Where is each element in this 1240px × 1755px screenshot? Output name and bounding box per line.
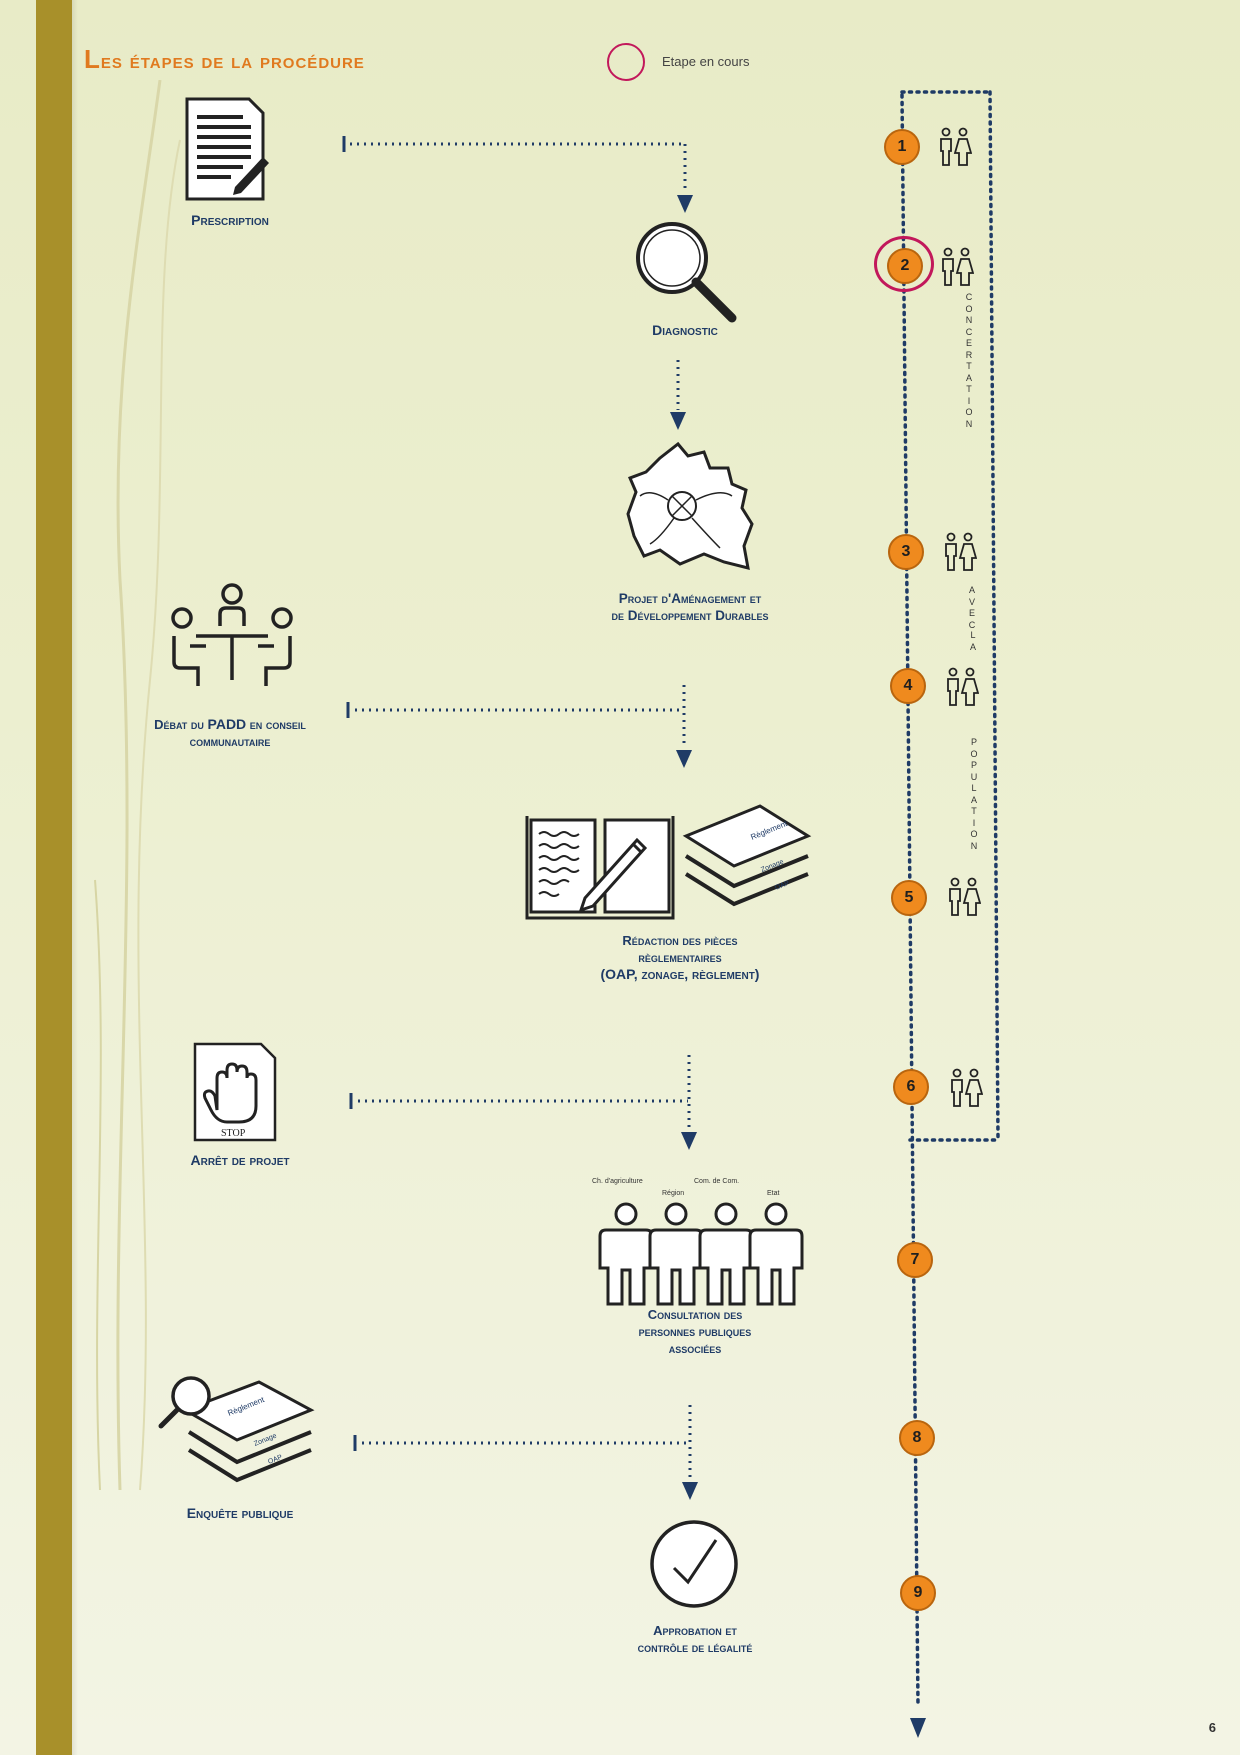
vertical-letter: A xyxy=(965,372,972,383)
current-step-ring xyxy=(874,236,934,292)
stage-diagnostic-label: Diagnostic xyxy=(652,322,718,338)
debat-line2: communautaire xyxy=(189,734,271,749)
approbation-line2: contrôle de légalité xyxy=(637,1640,753,1655)
vertical-letter: T xyxy=(971,806,977,816)
meeting-icon xyxy=(171,583,293,686)
consultation-line3: associées xyxy=(668,1341,722,1356)
timeline-step-6: 6 xyxy=(893,1069,929,1105)
population-icon-5 xyxy=(949,877,981,916)
vertical-letter: P xyxy=(970,760,977,770)
legend-label: Etape en cours xyxy=(662,54,750,69)
timeline-step-5: 5 xyxy=(891,880,927,916)
vertical-letter: T xyxy=(966,384,972,394)
page-title: Les étapes de la procédure xyxy=(84,44,365,74)
timeline-step-7: 7 xyxy=(897,1242,933,1278)
debat-line1: Débat du PADD en conseil xyxy=(125,716,335,733)
stage-arret-label: Arrêt de projet xyxy=(190,1152,290,1168)
vertical-letter: C xyxy=(968,619,976,630)
padd-line1: Projet d'Aménagement et xyxy=(618,591,762,606)
magnifier-icon xyxy=(636,222,737,323)
population-icon-1 xyxy=(940,127,972,166)
open-book-pen-icon xyxy=(525,816,675,920)
vertical-letter: E xyxy=(965,338,972,348)
redaction-line2: règlementaires xyxy=(638,950,722,965)
padd-line2: de Développement Durables xyxy=(611,608,769,623)
ppa-persons-icon xyxy=(598,1202,804,1306)
checkmark-circle-icon xyxy=(650,1520,738,1608)
redaction-line3: (OAP, zonage, règlement) xyxy=(600,966,760,982)
public-inquiry-icon: Règlement Zonage OAP xyxy=(158,1376,315,1483)
vertical-letter: L xyxy=(971,783,977,793)
vertical-letter: A xyxy=(970,794,977,805)
timeline-step-9: 9 xyxy=(900,1575,936,1611)
vertical-letter: C xyxy=(965,292,973,302)
vertical-letter: T xyxy=(966,361,972,371)
consultation-line1: Consultation des xyxy=(647,1307,743,1322)
population-icon-4 xyxy=(947,667,979,706)
vertical-letter: O xyxy=(970,829,978,839)
stage-consultation-label: Consultation des personnes publiques ass… xyxy=(600,1306,790,1357)
ppa-label-region: Région xyxy=(662,1190,685,1197)
vertical-letter: A xyxy=(969,641,976,652)
ppa-label-agriculture: Ch. d'agriculture xyxy=(592,1178,643,1185)
vertical-letter: L xyxy=(970,630,976,640)
vertical-letter: V xyxy=(968,596,975,607)
vertical-letter: N xyxy=(965,315,973,325)
population-icon-3 xyxy=(945,532,977,571)
spine-shadow xyxy=(72,0,78,1755)
consultation-line2: personnes publiques xyxy=(638,1324,752,1339)
stage-approbation-label: Approbation et contrôle de légalité xyxy=(600,1622,790,1656)
debat-text-padd: PADD xyxy=(207,716,247,732)
stop-text: STOP xyxy=(221,1128,246,1139)
vertical-letter: A xyxy=(968,585,975,595)
vertical-letter: R xyxy=(965,349,973,360)
page-number: 6 xyxy=(1208,1720,1216,1735)
vertical-letter: U xyxy=(970,771,978,782)
vertical-letter: O xyxy=(970,748,978,759)
stage-debat-label: Débat du PADD en conseil communautaire xyxy=(125,716,335,750)
ppa-label-comcom: Com. de Com. xyxy=(694,1178,740,1185)
vertical-letter: N xyxy=(965,418,973,429)
layer-oap-text: OAP xyxy=(774,880,791,892)
debat-text-a: Débat du xyxy=(154,717,208,732)
timeline-step-1: 1 xyxy=(884,129,920,165)
stop-hand-icon xyxy=(193,1042,277,1142)
debat-text-c: en conseil xyxy=(246,717,306,732)
vertical-letter: N xyxy=(970,840,978,851)
grass-decoration xyxy=(94,80,181,1491)
stage-padd-label: Projet d'Aménagement et de Développement… xyxy=(560,590,820,624)
document-layers-icon: Règlement Zonage OAP xyxy=(682,804,812,907)
stage-redaction-label: Rédaction des pièces règlementaires (OAP… xyxy=(580,932,780,983)
stage-prescription-label: Prescription xyxy=(191,212,269,228)
timeline-step-4: 4 xyxy=(890,668,926,704)
timeline-step-3: 3 xyxy=(888,534,924,570)
vertical-letter: P xyxy=(970,737,977,747)
timeline-step-8: 8 xyxy=(899,1420,935,1456)
binding-spine xyxy=(36,0,72,1755)
current-step-legend-ring xyxy=(607,43,645,81)
population-icon-2 xyxy=(942,247,974,286)
population-icon-6 xyxy=(951,1068,983,1107)
approbation-line1: Approbation et xyxy=(653,1623,737,1638)
vertical-letter: I xyxy=(967,395,971,406)
timeline-step-2: 2 xyxy=(887,248,923,284)
document-pen-icon xyxy=(185,97,269,201)
vertical-letter: O xyxy=(965,407,973,417)
vertical-letter: I xyxy=(972,817,976,828)
territory-map-icon xyxy=(626,441,754,571)
redaction-line1: Rédaction des pièces xyxy=(622,933,738,948)
vertical-letter: C xyxy=(965,326,973,337)
stage-enquete-label: Enquête publique xyxy=(186,1505,294,1521)
ppa-label-etat: Etat xyxy=(767,1190,780,1197)
vertical-letter: E xyxy=(968,608,975,618)
vertical-letter: O xyxy=(965,303,973,314)
